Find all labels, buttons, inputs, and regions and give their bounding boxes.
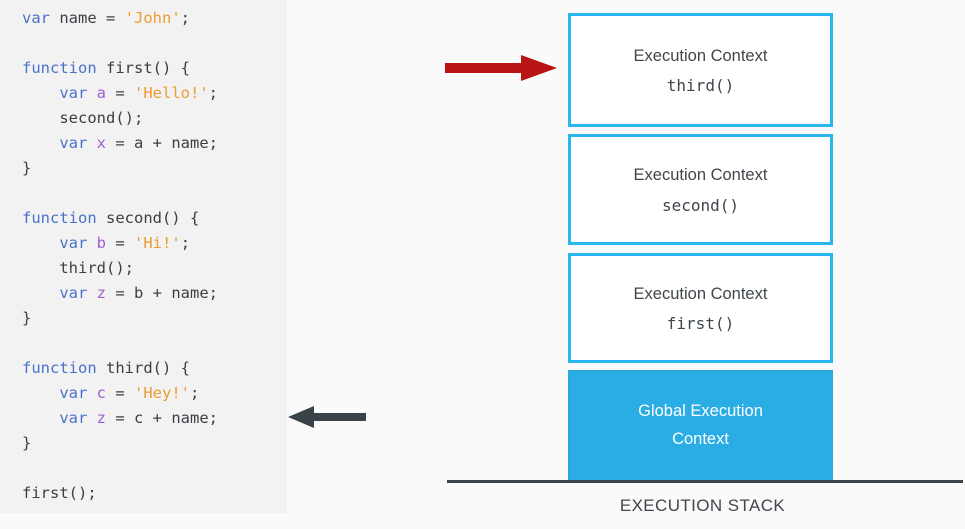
code-token-plain: = a + name; (106, 134, 218, 152)
code-line: var b = 'Hi!'; (22, 231, 218, 256)
code-token-punct: ; (190, 384, 200, 402)
code-line: var a = 'Hello!'; (22, 81, 218, 106)
code-line: var z = c + name; (22, 406, 218, 431)
code-panel: var name = 'John'; function first() { va… (0, 0, 287, 513)
global-context-line2: Context (672, 429, 729, 448)
stack-baseline (447, 480, 963, 483)
code-token-plain: } (22, 309, 32, 327)
code-token-plain: = b + name; (106, 284, 218, 302)
code-line: } (22, 306, 218, 331)
code-token-var: z (96, 409, 107, 427)
code-token-plain (87, 409, 96, 427)
code-line: function second() { (22, 206, 218, 231)
code-token-kw: var (59, 234, 88, 252)
stack-frame-function: second() (661, 195, 740, 215)
code-token-plain (22, 134, 59, 152)
code-token-kw: function (22, 359, 97, 377)
code-token-punct: ; (180, 234, 191, 252)
code-line: first(); (22, 481, 218, 506)
execution-stack-diagram: Execution Context third() Execution Cont… (440, 0, 965, 529)
code-line (22, 31, 218, 56)
code-token-plain: first(); (22, 484, 97, 502)
code-token-kw: var (59, 409, 88, 427)
code-token-plain (87, 84, 96, 102)
code-token-plain: } (22, 159, 32, 177)
code-line (22, 456, 218, 481)
code-token-plain: third(); (22, 259, 134, 277)
code-token-kw: function (22, 209, 97, 227)
global-context-label: Global Execution Context (638, 398, 763, 452)
code-line: var name = 'John'; (22, 6, 218, 31)
code-token-kw: var (59, 284, 88, 302)
code-token-kw: var (59, 84, 88, 102)
arrow-right-icon (445, 55, 557, 81)
code-token-var: x (96, 134, 107, 152)
code-token-var: b (96, 234, 107, 252)
code-line: function third() { (22, 356, 218, 381)
code-token-kw: var (59, 134, 88, 152)
code-token-plain (22, 84, 59, 102)
code-token-plain (22, 234, 59, 252)
code-line: third(); (22, 256, 218, 281)
code-line: var c = 'Hey!'; (22, 381, 218, 406)
code-token-plain: second(); (22, 109, 144, 127)
stack-frame-function: third() (666, 76, 735, 96)
global-context-line1: Global Execution (638, 402, 763, 421)
code-token-str: 'Hey!' (134, 384, 191, 402)
code-token-plain: third() { (96, 359, 190, 377)
code-token-plain: = (106, 84, 135, 102)
code-token-plain (87, 284, 96, 302)
code-line: second(); (22, 106, 218, 131)
code-token-plain (22, 409, 59, 427)
code-line: } (22, 431, 218, 456)
stack-frame-title: Execution Context (633, 166, 768, 185)
stack-caption: EXECUTION STACK (619, 496, 786, 515)
code-token-str: 'Hi!' (134, 234, 181, 252)
code-line: var x = a + name; (22, 131, 218, 156)
stack-frame-function: first() (666, 314, 735, 334)
code-token-plain: = c + name; (106, 409, 218, 427)
code-token-plain: first() { (96, 59, 190, 77)
code-token-plain (22, 384, 59, 402)
code-token-str: 'John' (124, 9, 181, 27)
code-token-kw: function (22, 59, 97, 77)
stack-frame-second: Execution Context second() (568, 134, 833, 245)
code-listing: var name = 'John'; function first() { va… (22, 6, 218, 506)
stack-frame-title: Execution Context (633, 46, 768, 65)
code-line (22, 331, 218, 356)
code-token-plain: second() { (96, 209, 200, 227)
code-token-var: c (96, 384, 107, 402)
code-token-plain: } (22, 434, 32, 452)
code-token-plain (87, 134, 96, 152)
code-token-var: a (96, 84, 107, 102)
code-token-punct: ; (180, 9, 190, 27)
code-token-str: 'Hello!' (134, 84, 209, 102)
stack-frame-third: Execution Context third() (568, 13, 833, 127)
code-line: } (22, 156, 218, 181)
code-token-kw: var (22, 9, 50, 27)
code-token-plain (87, 384, 96, 402)
code-token-plain: = (106, 234, 135, 252)
code-token-punct: ; (208, 84, 219, 102)
stack-frame-title: Execution Context (633, 284, 768, 303)
code-token-plain (22, 284, 59, 302)
code-line: var z = b + name; (22, 281, 218, 306)
arrow-left-icon (288, 406, 366, 428)
code-token-kw: var (59, 384, 88, 402)
code-token-plain: name = (50, 9, 125, 27)
stack-frame-global: Global Execution Context (568, 370, 833, 481)
code-line: function first() { (22, 56, 218, 81)
code-token-plain (87, 234, 96, 252)
stack-frame-first: Execution Context first() (568, 253, 833, 363)
code-token-plain: = (106, 384, 135, 402)
code-token-var: z (96, 284, 107, 302)
code-line (22, 181, 218, 206)
